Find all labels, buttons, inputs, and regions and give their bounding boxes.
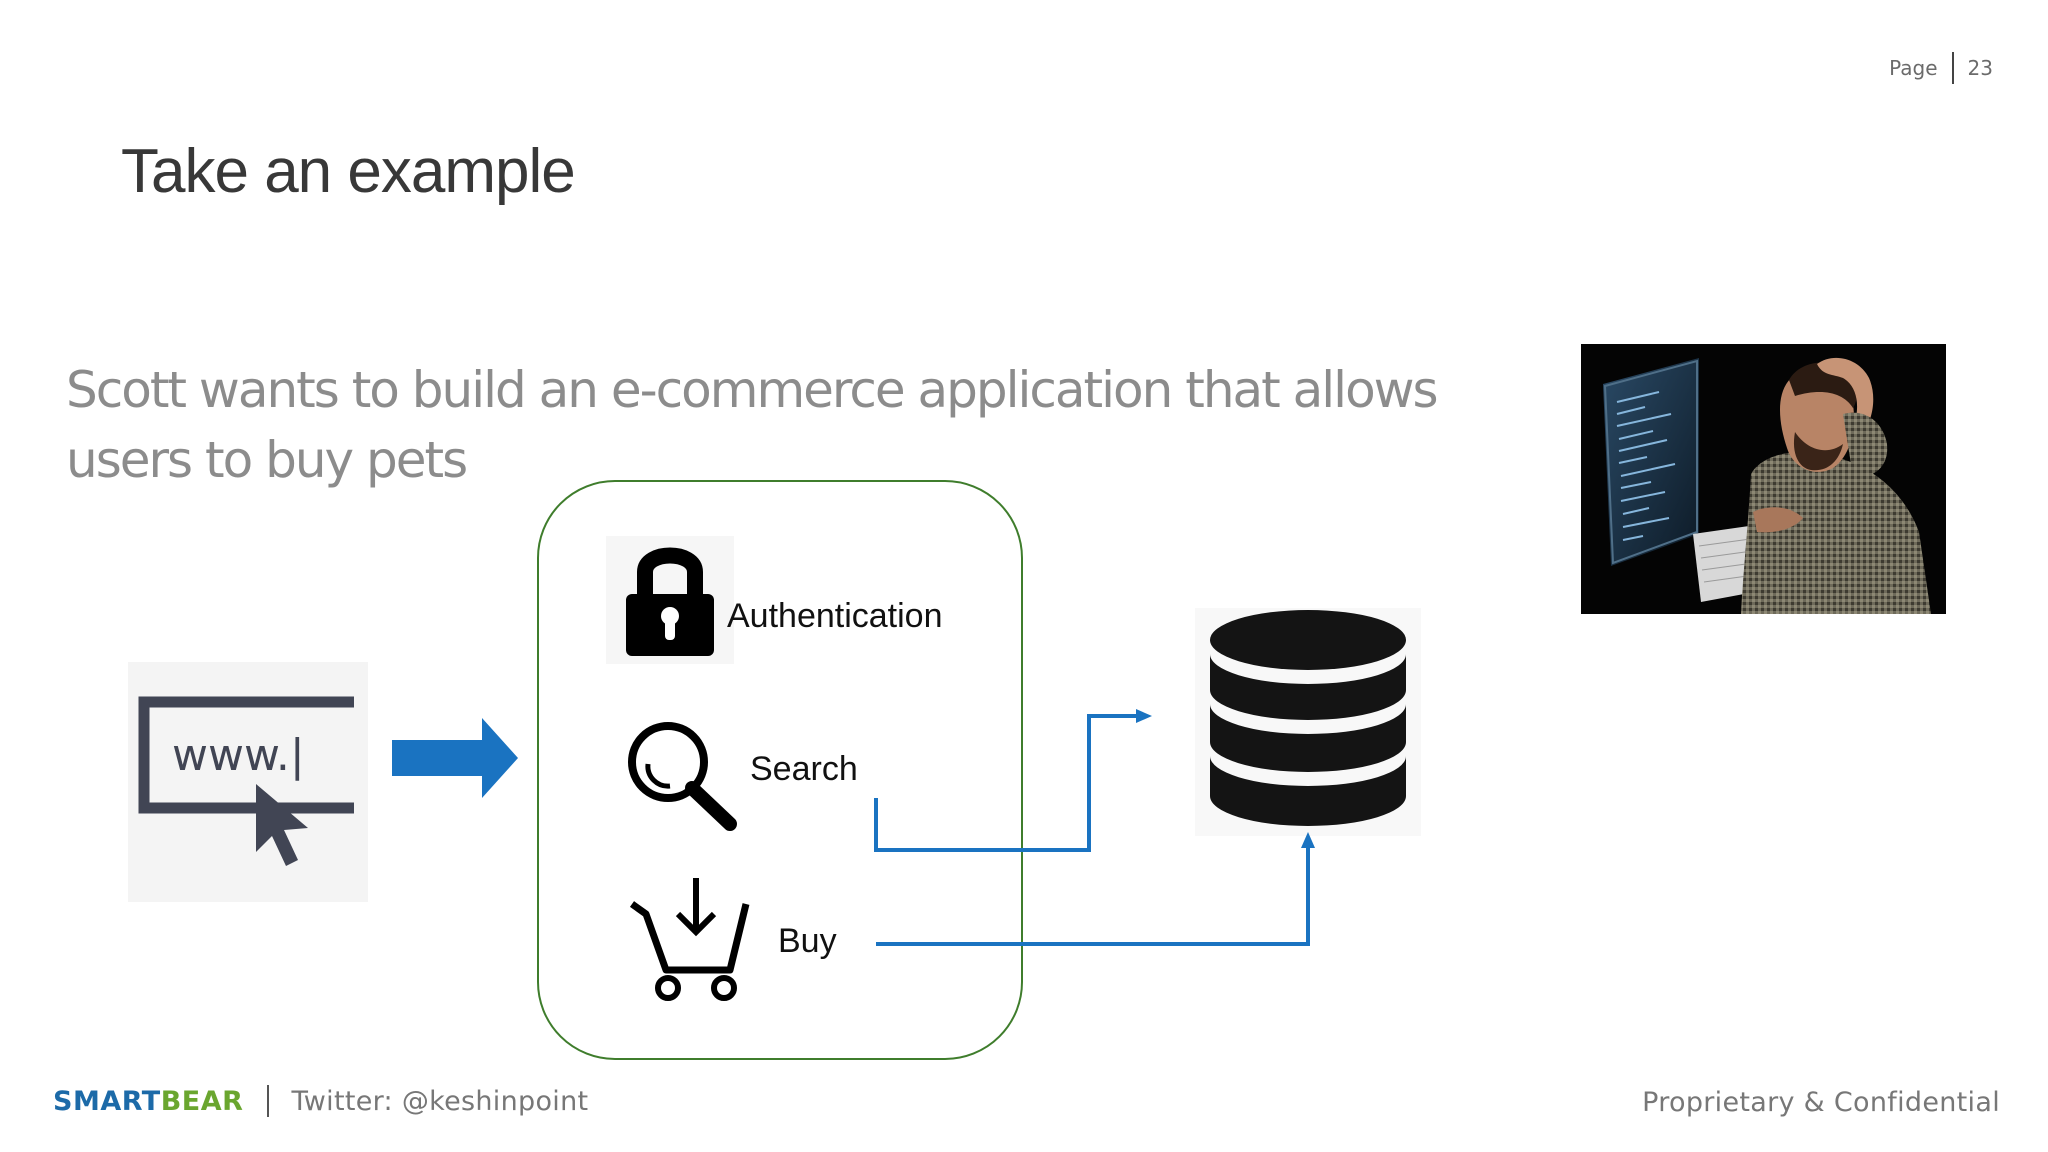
confidential-notice: Proprietary & Confidential	[1642, 1087, 2000, 1118]
search-to-database-connector	[874, 709, 1152, 852]
www-cursor-icon: www.|	[138, 696, 354, 866]
search-label: Search	[750, 750, 858, 788]
developer-illustration	[1581, 344, 1946, 614]
shopping-cart-download-icon	[629, 878, 750, 1001]
www-text: www.|	[172, 730, 305, 781]
page-indicator: Page 23	[1889, 52, 1993, 84]
authentication-label: Authentication	[727, 597, 943, 635]
blue-right-arrow-icon	[392, 718, 518, 798]
services-container	[537, 480, 1023, 1060]
intro-text: Scott wants to build an e-commerce appli…	[66, 361, 1439, 489]
magnifying-glass-icon	[628, 722, 737, 831]
page-divider	[1951, 52, 1954, 84]
buy-to-database-connector	[876, 832, 1315, 946]
frustrated-developer-photo	[1581, 344, 1946, 614]
brand-smart: SMART	[53, 1085, 161, 1117]
page-label: Page	[1889, 56, 1938, 80]
lock-icon	[606, 536, 734, 664]
twitter-handle: Twitter: @keshinpoint	[291, 1085, 589, 1117]
smartbear-logo: SMARTBEAR	[53, 1086, 243, 1117]
page-number: 23	[1967, 56, 1993, 80]
brand-bear: BEAR	[160, 1085, 244, 1117]
footer-brand: SMARTBEAR Twitter: @keshinpoint	[53, 1085, 588, 1117]
footer-divider	[267, 1085, 270, 1117]
database-icon	[1195, 608, 1421, 836]
www-browser-icon: www.|	[128, 662, 368, 902]
buy-label: Buy	[778, 922, 837, 960]
slide-title: Take an example	[121, 137, 576, 206]
